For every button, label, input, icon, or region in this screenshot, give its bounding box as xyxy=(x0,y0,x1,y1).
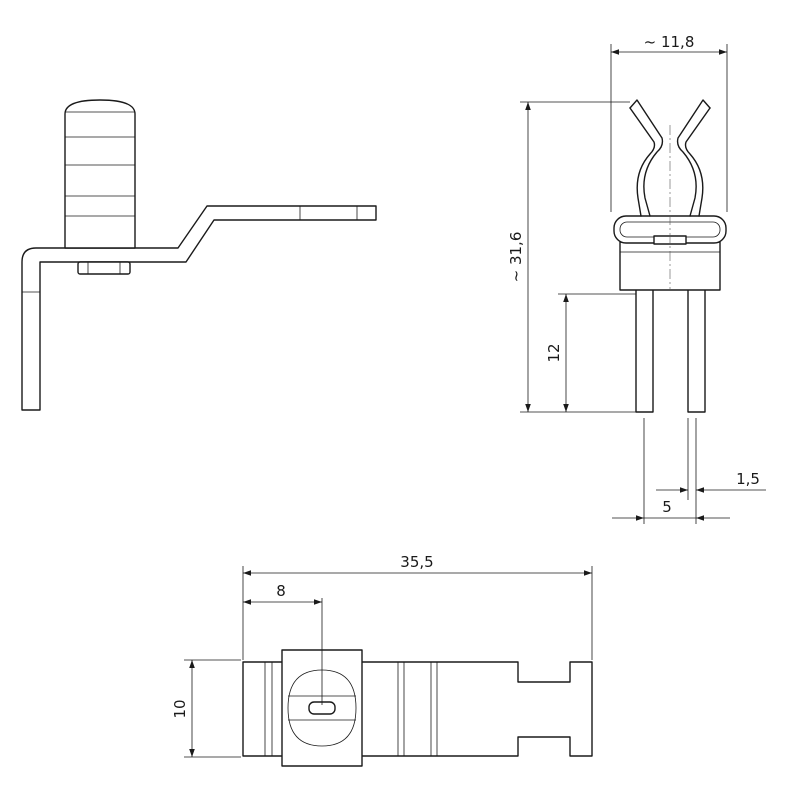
dimension-body-width: 10 xyxy=(171,659,241,758)
dimension-height-total: ~ 31,6 xyxy=(507,101,636,413)
pin-extension-lines xyxy=(643,418,697,524)
top-view xyxy=(242,598,593,767)
dimension-label-length-total: 35,5 xyxy=(400,553,433,571)
top-view-clip-ellipse xyxy=(287,669,357,747)
dimension-label-width-top: ~ 11,8 xyxy=(644,33,695,51)
dimension-pin-spacing: 5 xyxy=(612,498,730,521)
side-view-clip xyxy=(64,99,136,249)
dimension-label-height-total: ~ 31,6 xyxy=(507,232,525,283)
dimension-label-pin-thickness: 1,5 xyxy=(736,470,760,488)
dimension-width-top: ~ 11,8 xyxy=(610,33,728,212)
dimension-pin-length: 12 xyxy=(545,293,636,412)
dimension-label-pin-length: 12 xyxy=(545,343,563,362)
side-view-strip xyxy=(21,205,377,411)
dimension-clip-offset: 8 xyxy=(243,582,322,605)
dimension-length-total: 35,5 xyxy=(242,553,593,660)
dimension-label-body-width: 10 xyxy=(171,699,189,718)
side-view-rivet xyxy=(77,261,131,275)
left-pin xyxy=(635,287,654,413)
dimension-label-clip-offset: 8 xyxy=(276,582,286,600)
spring-finger-left xyxy=(629,99,664,217)
dimension-pin-thickness: 1,5 xyxy=(656,470,766,493)
spring-finger-right xyxy=(676,99,711,217)
dimension-label-pin-spacing: 5 xyxy=(662,498,672,516)
front-view xyxy=(613,99,727,413)
side-view xyxy=(21,99,377,411)
spring-finger-right-inner xyxy=(684,107,711,217)
right-pin xyxy=(687,287,706,413)
spring-finger-left-inner xyxy=(629,107,656,217)
